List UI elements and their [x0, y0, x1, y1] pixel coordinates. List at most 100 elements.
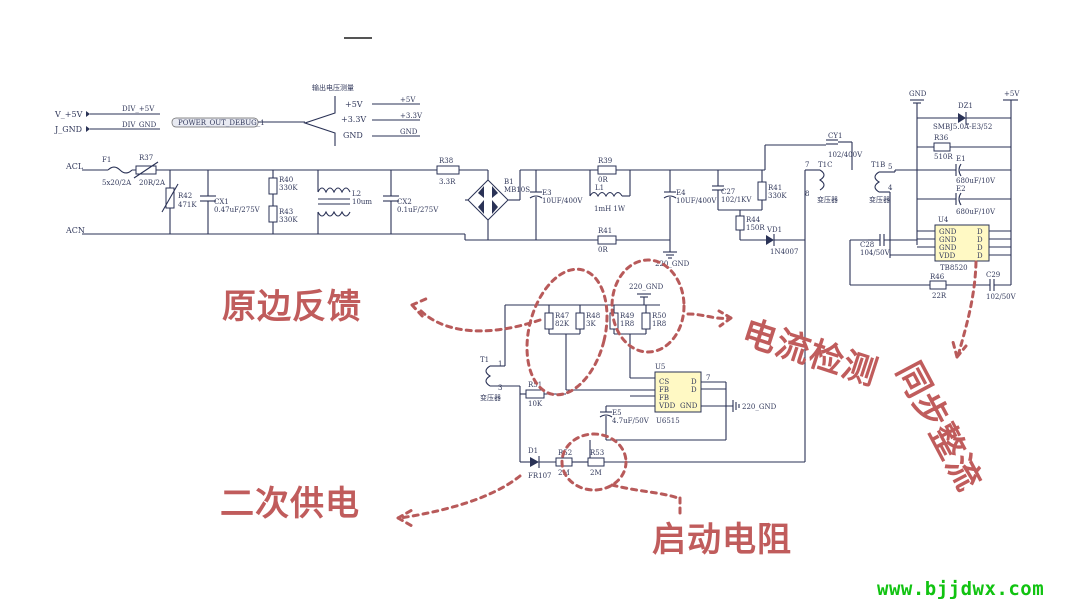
- r41-resistor: [757, 181, 767, 201]
- r53-resistor: [587, 457, 605, 467]
- e3-value: 10UF/400V: [542, 197, 583, 205]
- snubber-section: C27 102/1KV R41 330K R44 150R VD1 1N4007: [712, 170, 805, 256]
- r39-value: 0R: [598, 176, 608, 184]
- l1-ref: L1: [595, 184, 604, 192]
- u5-pin7: 7: [706, 374, 710, 382]
- r47-ref: R47: [555, 312, 569, 320]
- e5-ref: E5: [612, 409, 622, 417]
- r43-resistor: [268, 205, 278, 223]
- t1b-pin-bottom: 4: [888, 184, 893, 192]
- l2-value: 10um: [352, 198, 372, 206]
- l2-ref: L2: [352, 190, 361, 198]
- site-watermark: www.bjjdwx.com: [877, 578, 1045, 600]
- r38-ref: R38: [439, 157, 453, 165]
- acn-label: ACN: [65, 226, 85, 235]
- u5-chip: [654, 371, 702, 413]
- r36-resistor: [933, 142, 951, 152]
- u4-pin-gnd3: GND: [939, 244, 957, 252]
- port-5v-label: V_+5V: [54, 110, 83, 119]
- debug-connector: 输出电压测量 POWER_OUT_DEBUG_1 +5V +5V +3.3V +…: [171, 83, 423, 146]
- r42-ref: R42: [178, 192, 192, 200]
- t1c-section: CY1 102/400V 7 T1C 变压器 8: [764, 132, 863, 462]
- u4-pin-gnd2: GND: [939, 236, 957, 244]
- u4-pin-d3: D: [977, 244, 983, 252]
- r42-value: 471K: [178, 201, 197, 209]
- r50-ref: R50: [652, 312, 666, 320]
- u4-pin-d4: D: [977, 252, 983, 260]
- current-sense-loop: [610, 258, 686, 354]
- r53-value: 2M: [590, 469, 602, 477]
- vd1-ref: VD1: [766, 226, 782, 234]
- l2-choke-top: [317, 187, 351, 194]
- port-gnd-label: J_GND: [54, 125, 82, 134]
- startup-resistor-loop: [560, 432, 628, 492]
- dz1-ref: DZ1: [958, 102, 973, 110]
- u4-pin-gnd1: GND: [939, 228, 957, 236]
- r37-ref: R37: [139, 154, 153, 162]
- ac-input-section: ACL ACN F1 5x20/2A R37 20R/2A R42 471K C…: [65, 154, 465, 235]
- r36-ref: R36: [934, 134, 949, 142]
- connector-bracket: [303, 96, 336, 146]
- plus5-label: +5V: [1004, 90, 1020, 98]
- gnd220-label-c: 220_GND: [742, 403, 777, 411]
- u4-value: TB8520: [940, 264, 968, 272]
- u5-pin-cs: CS: [659, 378, 669, 386]
- r40-value: 330K: [279, 184, 298, 192]
- r48-resistor: [575, 312, 585, 330]
- t1-value: 变压器: [480, 393, 501, 402]
- l1-inductor: [589, 191, 623, 198]
- u5-pin-fb2: FB: [659, 394, 669, 402]
- t1c-pin-bottom: 8: [805, 190, 809, 198]
- r41-value: 330K: [768, 192, 787, 200]
- c28-value: 104/50V: [860, 249, 891, 257]
- r48-ref: R48: [586, 312, 600, 320]
- b1-value: MB10S: [504, 186, 530, 194]
- e4-ref: E4: [676, 189, 686, 197]
- connector-pin-gnd: GND: [343, 131, 363, 140]
- r48-value: 3K: [586, 320, 596, 328]
- t1b-value: 变压器: [869, 195, 890, 204]
- t1c-winding: [818, 169, 825, 191]
- controller-section: 220_GND R47 82K R48 3K R49 1R8 R50 1R8: [480, 283, 805, 480]
- c27-ref: C27: [721, 188, 735, 196]
- c27-value: 102/1KV: [721, 196, 752, 204]
- startup-resistor-label: 启动电阻: [652, 520, 792, 560]
- r51-ref: R51: [528, 381, 542, 389]
- t1c-ref: T1C: [818, 161, 832, 169]
- b1-bridge: [467, 179, 509, 221]
- r40-ref: R40: [279, 176, 293, 184]
- l1-value: 1mH 1W: [594, 205, 626, 213]
- cx1-value: 0.47uF/275V: [214, 206, 261, 214]
- vd1-value: 1N4007: [770, 248, 798, 256]
- r39-ref: R39: [598, 157, 612, 165]
- bridge-section: B1 MB10S E3 10UF/400V R39 0R L1 1mH 1W R…: [464, 157, 765, 268]
- r49-ref: R49: [620, 312, 634, 320]
- arrow-startup: [610, 483, 680, 500]
- r38-value: 3.3R: [439, 178, 456, 186]
- dz1-zener: [958, 113, 966, 123]
- t1b-ref: T1B: [871, 161, 885, 169]
- d1-ref: D1: [528, 447, 538, 455]
- u5-pin-fb1: FB: [659, 386, 669, 394]
- arrow-current-sense: [686, 312, 732, 320]
- r46-resistor: [929, 280, 947, 290]
- r40-resistor: [268, 177, 278, 195]
- r51-value: 10K: [528, 400, 543, 408]
- c28-ref: C28: [860, 241, 874, 249]
- r36-value: 510R: [934, 153, 953, 161]
- cy1-value: 102/400V: [828, 151, 863, 159]
- port-5v-net: DIV_+5V: [122, 105, 155, 113]
- r50-value: 1R8: [652, 320, 666, 328]
- r46-value: 22R: [932, 292, 947, 300]
- connector-pin-3v3: +3.3V: [341, 115, 366, 124]
- e4-value: 10UF/400V: [676, 197, 717, 205]
- r50-resistor: [641, 312, 651, 330]
- t1b-pin-top: 5: [888, 163, 892, 171]
- arrowhead-secondary-supply: [396, 508, 414, 528]
- u5-pin-d2: D: [691, 386, 697, 394]
- e3-ref: E3: [542, 189, 552, 197]
- u5-pin-vdd: VDD: [658, 402, 676, 410]
- t1-aux-winding: [485, 365, 492, 387]
- u5-ref: U5: [655, 363, 665, 371]
